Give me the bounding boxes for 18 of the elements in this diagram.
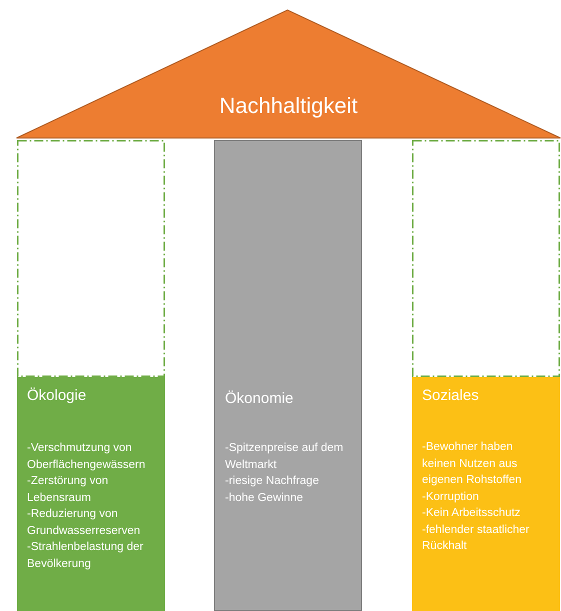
bullet-text: -Strahlenbelastung der Bevölkerung — [27, 540, 144, 572]
bullet-text: -Bewohner haben keinen Nutzen aus eigenen Rohstoffen — [422, 440, 523, 488]
bullet-text: -Reduzierung von Grundwasserreserven — [27, 507, 142, 538]
roof-title: Nachhaltigkeit — [218, 93, 359, 119]
bullet-text: -riesige Nachfrage — [225, 474, 320, 489]
bullet-text: -Korruption — [422, 490, 480, 504]
pillar-panel — [412, 377, 560, 611]
bullet-text: -Kein Arbeitsschutz — [422, 506, 522, 521]
bullet-text: -Verschmutzung von Oberflächengewässern — [27, 441, 146, 472]
bullet-text: -Spitzenpreise auf dem Weltmarkt — [225, 441, 344, 472]
bullet-text: -fehlender staatlicher Rückhalt — [422, 522, 530, 554]
bullet-text: -Zerstörung von Lebensraum — [27, 474, 110, 506]
pillar-heading: Ökonomie — [225, 390, 294, 408]
bullet-text: -hohe Gewinne — [225, 490, 304, 506]
pillar-heading: Ökologie — [27, 387, 86, 405]
pillar-panel — [214, 140, 362, 611]
pillar-panel — [17, 377, 165, 611]
pillar-heading: Soziales — [422, 387, 479, 405]
